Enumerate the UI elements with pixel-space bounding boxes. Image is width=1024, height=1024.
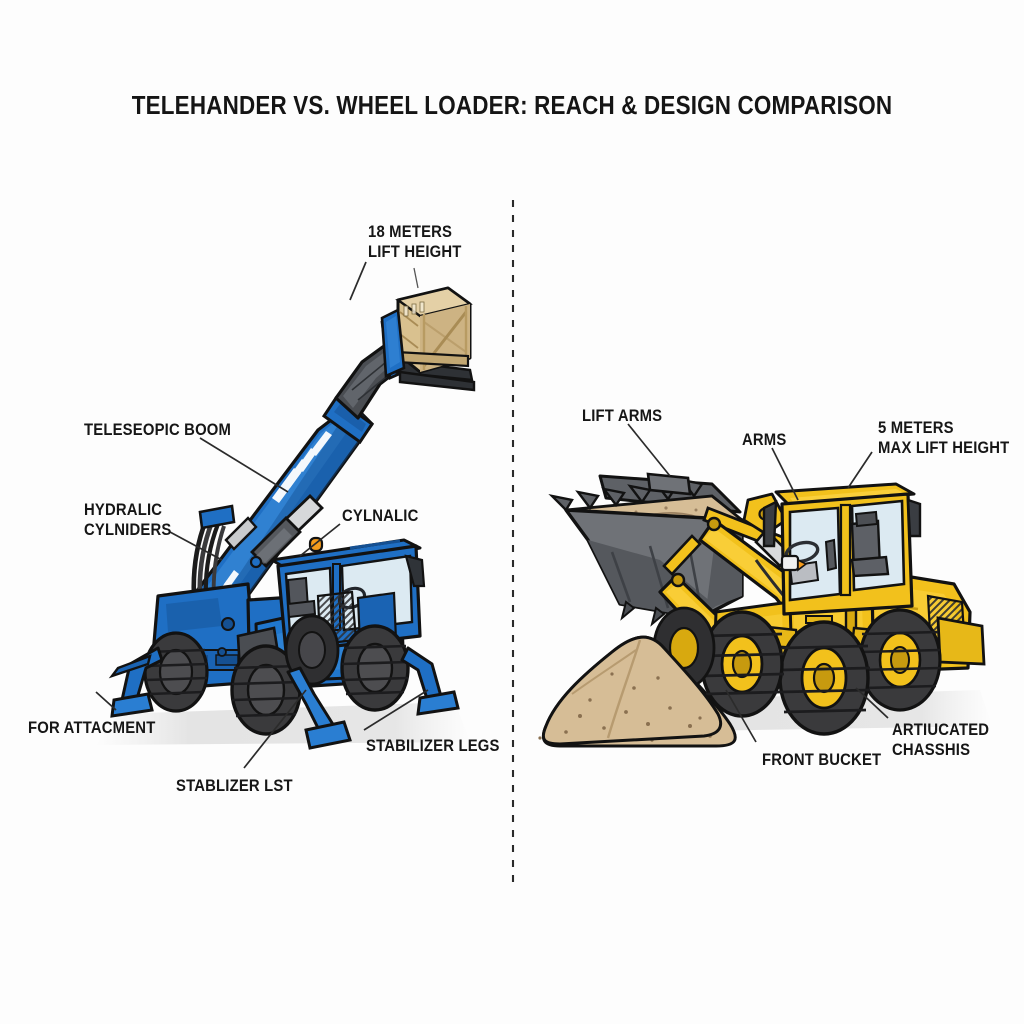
sand-pile-front bbox=[541, 635, 723, 746]
fork-carriage-with-crate bbox=[380, 267, 476, 392]
leader-lines bbox=[95, 261, 889, 769]
telehandler-wheels bbox=[143, 614, 410, 736]
telehandler-illustration bbox=[96, 267, 476, 750]
callout-for-attachment: FOR ATTACMENT bbox=[28, 719, 156, 737]
crate-slats bbox=[403, 301, 425, 317]
callout-hydraulic-cylinders: HYDRALIC CYLNIDERS bbox=[84, 501, 172, 539]
callout-arms: ARMS bbox=[742, 431, 787, 449]
callout-lift-height: 18 METERS LIFT HEIGHT bbox=[368, 223, 462, 261]
page-title: TELEHANDER VS. WHEEL LOADER: REACH & DES… bbox=[131, 92, 893, 120]
callout-max-lift-height: 5 METERS MAX LIFT HEIGHT bbox=[878, 419, 1010, 457]
callout-stabilizer-list: STABLIZER LST bbox=[176, 777, 293, 795]
wheel-loader-cab bbox=[762, 482, 922, 616]
sand-speckles-front bbox=[564, 672, 702, 734]
callout-stabilizer-legs: STABILIZER LEGS bbox=[366, 737, 500, 755]
sand-crest-line bbox=[606, 639, 642, 739]
callout-lift-arms: LIFT ARMS bbox=[582, 407, 663, 425]
callout-front-bucket: FRONT BUCKET bbox=[762, 751, 882, 769]
wheel-loader-wheels bbox=[652, 606, 942, 736]
wheel-loader-illustration bbox=[538, 472, 992, 748]
stabilizer-legs bbox=[108, 646, 460, 750]
callout-cylnalic: CYLNALIC bbox=[342, 507, 419, 525]
callout-articulated-chassis: ARTIUCATED CHASSHIS bbox=[892, 721, 990, 759]
work-lamp bbox=[780, 554, 800, 572]
callout-telescopic-boom: TELESEOPIC BOOM bbox=[84, 421, 232, 439]
sand-slope-line bbox=[571, 649, 637, 695]
